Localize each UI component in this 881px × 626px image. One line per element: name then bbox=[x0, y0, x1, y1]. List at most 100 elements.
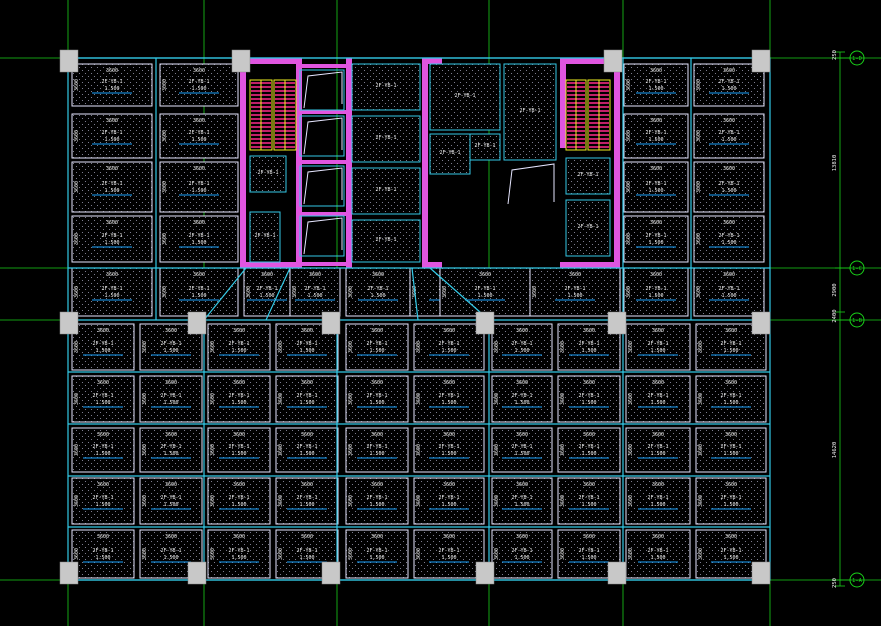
column bbox=[187, 311, 207, 335]
span-label: 3600 bbox=[652, 380, 664, 386]
span-label: 3600 bbox=[583, 432, 595, 438]
span-label-side: 3600 bbox=[698, 495, 704, 507]
column bbox=[59, 561, 79, 585]
slab-outline bbox=[413, 477, 485, 525]
panel-thickness: 1.500 bbox=[650, 502, 665, 508]
span-label-side: 3600 bbox=[416, 495, 422, 507]
span-label: 3600 bbox=[723, 272, 735, 278]
span-label: 3600 bbox=[583, 328, 595, 334]
span-label: 3600 bbox=[193, 118, 205, 124]
beams bbox=[68, 57, 770, 581]
span-label-side: 3600 bbox=[494, 393, 500, 405]
slab-outline bbox=[159, 215, 239, 263]
shear-wall bbox=[560, 58, 566, 148]
span-label-side: 3600 bbox=[210, 393, 216, 405]
span-label: 3600 bbox=[309, 272, 321, 278]
span-label-side: 3600 bbox=[74, 233, 80, 245]
span-label-side: 3600 bbox=[696, 286, 702, 298]
span-label-side: 3600 bbox=[142, 548, 148, 560]
panel-thickness: 1.500 bbox=[163, 348, 178, 354]
panel-id: 2F-YB-1 bbox=[92, 444, 113, 450]
panel-id: 2F-YB-1 bbox=[296, 495, 317, 501]
shaft-outline bbox=[299, 165, 345, 207]
span-label-side: 3600 bbox=[142, 341, 148, 353]
span-label-side: 3600 bbox=[560, 341, 566, 353]
span-label: 3600 bbox=[516, 380, 528, 386]
panel-thickness: 1.500 bbox=[191, 240, 206, 246]
slab-outline bbox=[625, 375, 691, 423]
panel-id: 2F-YB-1 bbox=[228, 548, 249, 554]
span-label: 3600 bbox=[650, 166, 662, 172]
span-label: 3600 bbox=[443, 380, 455, 386]
slab-outline bbox=[413, 529, 485, 579]
span-label-side: 3600 bbox=[74, 341, 80, 353]
core-room: 2F-YB-1 bbox=[429, 133, 471, 175]
panel-id: 2F-YB-1 bbox=[438, 495, 459, 501]
slab-outline bbox=[693, 267, 765, 317]
panel-id: 2F-YB-1 bbox=[511, 495, 532, 501]
slab-outline bbox=[625, 427, 691, 473]
room-outline bbox=[249, 155, 287, 193]
panel-thickness: 1.500 bbox=[648, 86, 663, 92]
shear-wall bbox=[422, 262, 442, 268]
core-room: 2F-YB-1 bbox=[503, 63, 557, 161]
panel-thickness: 1.500 bbox=[191, 188, 206, 194]
panel-thickness: 1.500 bbox=[723, 400, 738, 406]
beam-diagonal bbox=[411, 267, 419, 321]
panel-id: 2F-YB-1 bbox=[718, 233, 739, 239]
column bbox=[59, 49, 79, 73]
panel-id: 2F-YB-1 bbox=[474, 286, 495, 292]
span-label-side: 3600 bbox=[560, 444, 566, 456]
span-label-side: 3600 bbox=[162, 130, 168, 142]
slab-outline bbox=[491, 477, 553, 525]
span-label-side: 3600 bbox=[278, 444, 284, 456]
panel-thickness: 1.500 bbox=[95, 348, 110, 354]
panel-id: 2F-YB-1 bbox=[647, 444, 668, 450]
slab-outline bbox=[139, 427, 203, 473]
slab-outline bbox=[207, 427, 271, 473]
span-label: 3600 bbox=[301, 328, 313, 334]
panel-thickness: 1.500 bbox=[307, 293, 322, 299]
room-outline bbox=[429, 63, 501, 131]
axis-circle bbox=[849, 50, 865, 66]
span-label: 3600 bbox=[193, 220, 205, 226]
span-label: 3600 bbox=[106, 166, 118, 172]
span-label-side: 3600 bbox=[628, 444, 634, 456]
span-label-side: 3600 bbox=[696, 79, 702, 91]
panel-thickness: 1.500 bbox=[650, 348, 665, 354]
panel-id: 2F-YB-1 bbox=[578, 393, 599, 399]
panel-thickness: 1.500 bbox=[477, 293, 492, 299]
slab-outline bbox=[289, 267, 341, 317]
span-label-side: 3600 bbox=[278, 393, 284, 405]
slab-outline bbox=[71, 267, 153, 317]
slab-outline bbox=[491, 375, 553, 423]
panel-id: 2F-YB-1 bbox=[578, 341, 599, 347]
span-label-side: 3600 bbox=[416, 393, 422, 405]
panel-id: 2F-YB-1 bbox=[720, 495, 741, 501]
room-label: 2F-YB-1 bbox=[439, 150, 460, 156]
span-label: 3600 bbox=[652, 534, 664, 540]
span-label: 3600 bbox=[650, 68, 662, 74]
panel-thickness: 1.500 bbox=[581, 555, 596, 561]
beam-diagonal bbox=[265, 267, 291, 321]
span-label: 3600 bbox=[165, 432, 177, 438]
span-label: 3600 bbox=[97, 482, 109, 488]
span-label-side: 3600 bbox=[494, 341, 500, 353]
span-label-side: 3600 bbox=[626, 286, 632, 298]
slab-outline bbox=[557, 375, 621, 423]
panel-id: 2F-YB-1 bbox=[101, 233, 122, 239]
panel-thickness: 1.500 bbox=[648, 293, 663, 299]
room-outline bbox=[351, 115, 421, 163]
span-label: 3600 bbox=[301, 482, 313, 488]
span-label-side: 3600 bbox=[162, 79, 168, 91]
